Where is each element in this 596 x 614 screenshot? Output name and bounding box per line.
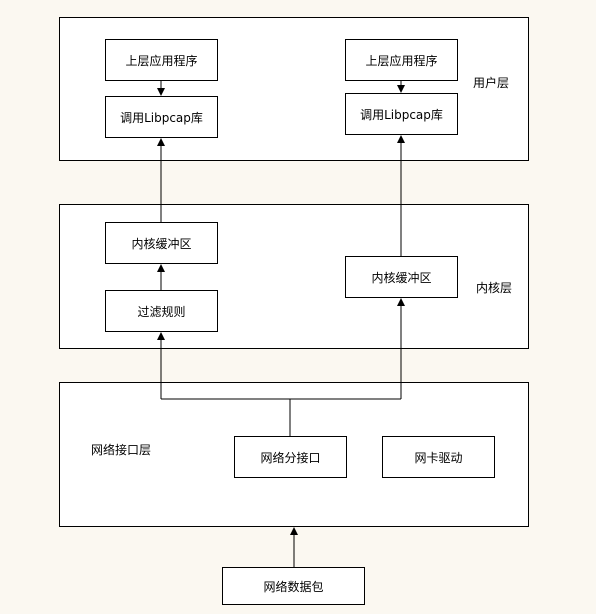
upper-app-left-box: 上层应用程序 <box>105 39 218 81</box>
network-packets-box: 网络数据包 <box>222 567 365 605</box>
filter-rules-box: 过滤规则 <box>105 290 218 332</box>
libpcap-left-box: 调用Libpcap库 <box>105 96 218 138</box>
nic-driver-box: 网卡驱动 <box>382 436 495 478</box>
network-interface-layer-label: 网络接口层 <box>91 443 152 457</box>
kernel-buffer-right-box: 内核缓冲区 <box>345 256 458 298</box>
kernel-layer-label: 内核层 <box>476 281 513 295</box>
kernel-buffer-left-box: 内核缓冲区 <box>105 222 218 264</box>
network-tap-box: 网络分接口 <box>234 436 347 478</box>
libpcap-right-box: 调用Libpcap库 <box>345 93 458 135</box>
user-layer-label: 用户层 <box>473 76 510 90</box>
upper-app-right-box: 上层应用程序 <box>345 39 458 81</box>
